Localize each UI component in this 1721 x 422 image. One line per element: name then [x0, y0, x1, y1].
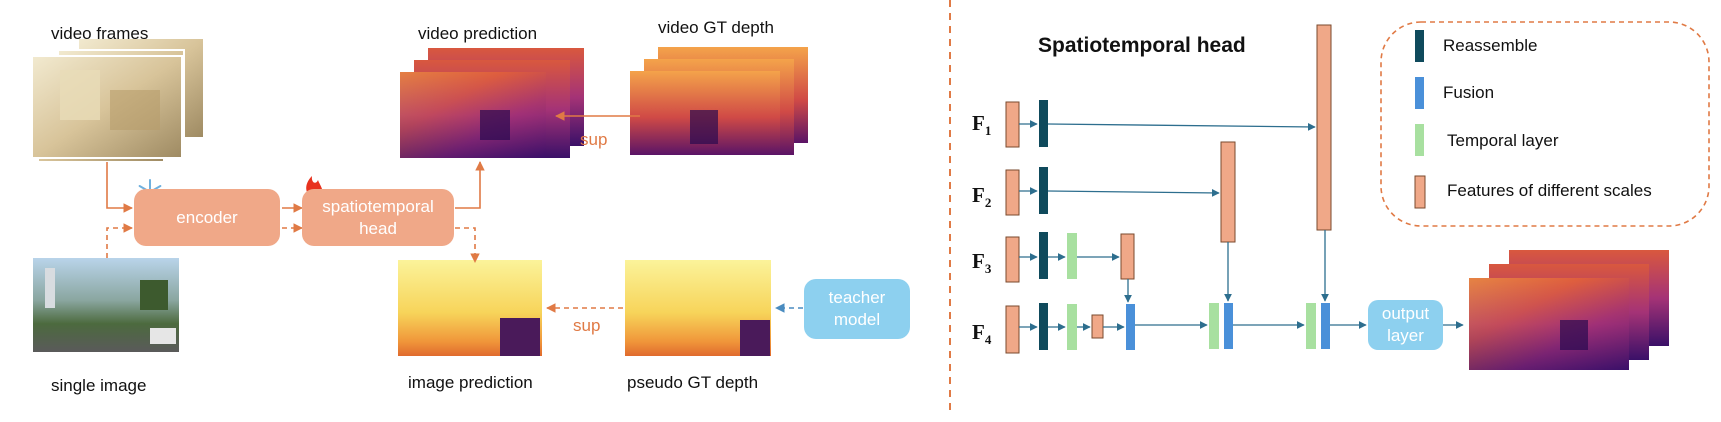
output-layer-block: output layer	[1368, 300, 1443, 350]
feature-label-2: F2	[972, 183, 992, 211]
reassemble-blocks	[1039, 100, 1048, 350]
feature-label-1: F1	[972, 111, 992, 139]
output-label-line1: output	[1381, 304, 1430, 323]
image-prediction-label: image prediction	[408, 373, 533, 392]
legend-features-swatch	[1414, 175, 1426, 209]
legend-features-label: Features of different scales	[1447, 181, 1652, 200]
head-label-line1: spatiotemporal	[322, 196, 434, 216]
fusion-blocks	[1126, 303, 1330, 350]
video-gt-depth-image	[630, 47, 808, 155]
encoder-label: encoder	[176, 207, 238, 227]
video-frames-image	[31, 37, 205, 163]
legend-reassemble-label: Reassemble	[1443, 36, 1538, 55]
legend-temporal-swatch	[1415, 124, 1424, 156]
pseudo-gt-depth-label: pseudo GT depth	[627, 373, 759, 392]
left-arrows	[106, 111, 640, 213]
single-image	[33, 258, 179, 352]
head-label-line2: head	[359, 218, 397, 238]
teacher-model-block: teacher model	[804, 279, 910, 339]
video-frames-label: video frames	[51, 24, 149, 43]
single-image-label: single image	[51, 376, 147, 395]
output-depth-image	[1469, 250, 1669, 370]
image-prediction-image	[398, 260, 542, 356]
feature-blocks	[1005, 101, 1020, 354]
legend-fusion-label: Fusion	[1443, 83, 1495, 102]
teacher-label-line1: teacher	[828, 288, 886, 307]
video-gt-depth-label: video GT depth	[658, 18, 774, 37]
video-prediction-label: video prediction	[418, 24, 538, 43]
head-arrows	[1019, 120, 1464, 331]
legend-frame	[1380, 21, 1710, 227]
output-label-line2: layer	[1387, 326, 1424, 345]
teacher-label-line2: model	[833, 310, 881, 329]
temporal-blocks	[1067, 233, 1316, 350]
spatiotemporal-head-block: spatiotemporal head	[302, 189, 454, 246]
legend-reassemble-swatch	[1415, 30, 1424, 62]
sup-label-bottom: sup	[573, 316, 601, 335]
pseudo-gt-depth-image	[625, 260, 771, 356]
scale-feature-blocks	[1091, 24, 1332, 339]
feature-label-4: F4	[972, 320, 992, 348]
left-dashed-arrows	[106, 223, 623, 313]
feature-label-3: F3	[972, 249, 992, 277]
encoder-block: encoder	[134, 189, 280, 246]
legend-fusion-swatch	[1415, 77, 1424, 109]
legend-temporal-label: Temporal layer	[1447, 131, 1559, 150]
sup-label-top: sup	[580, 130, 608, 149]
video-prediction-image	[400, 48, 584, 158]
head-title: Spatiotemporal head	[1038, 34, 1246, 57]
